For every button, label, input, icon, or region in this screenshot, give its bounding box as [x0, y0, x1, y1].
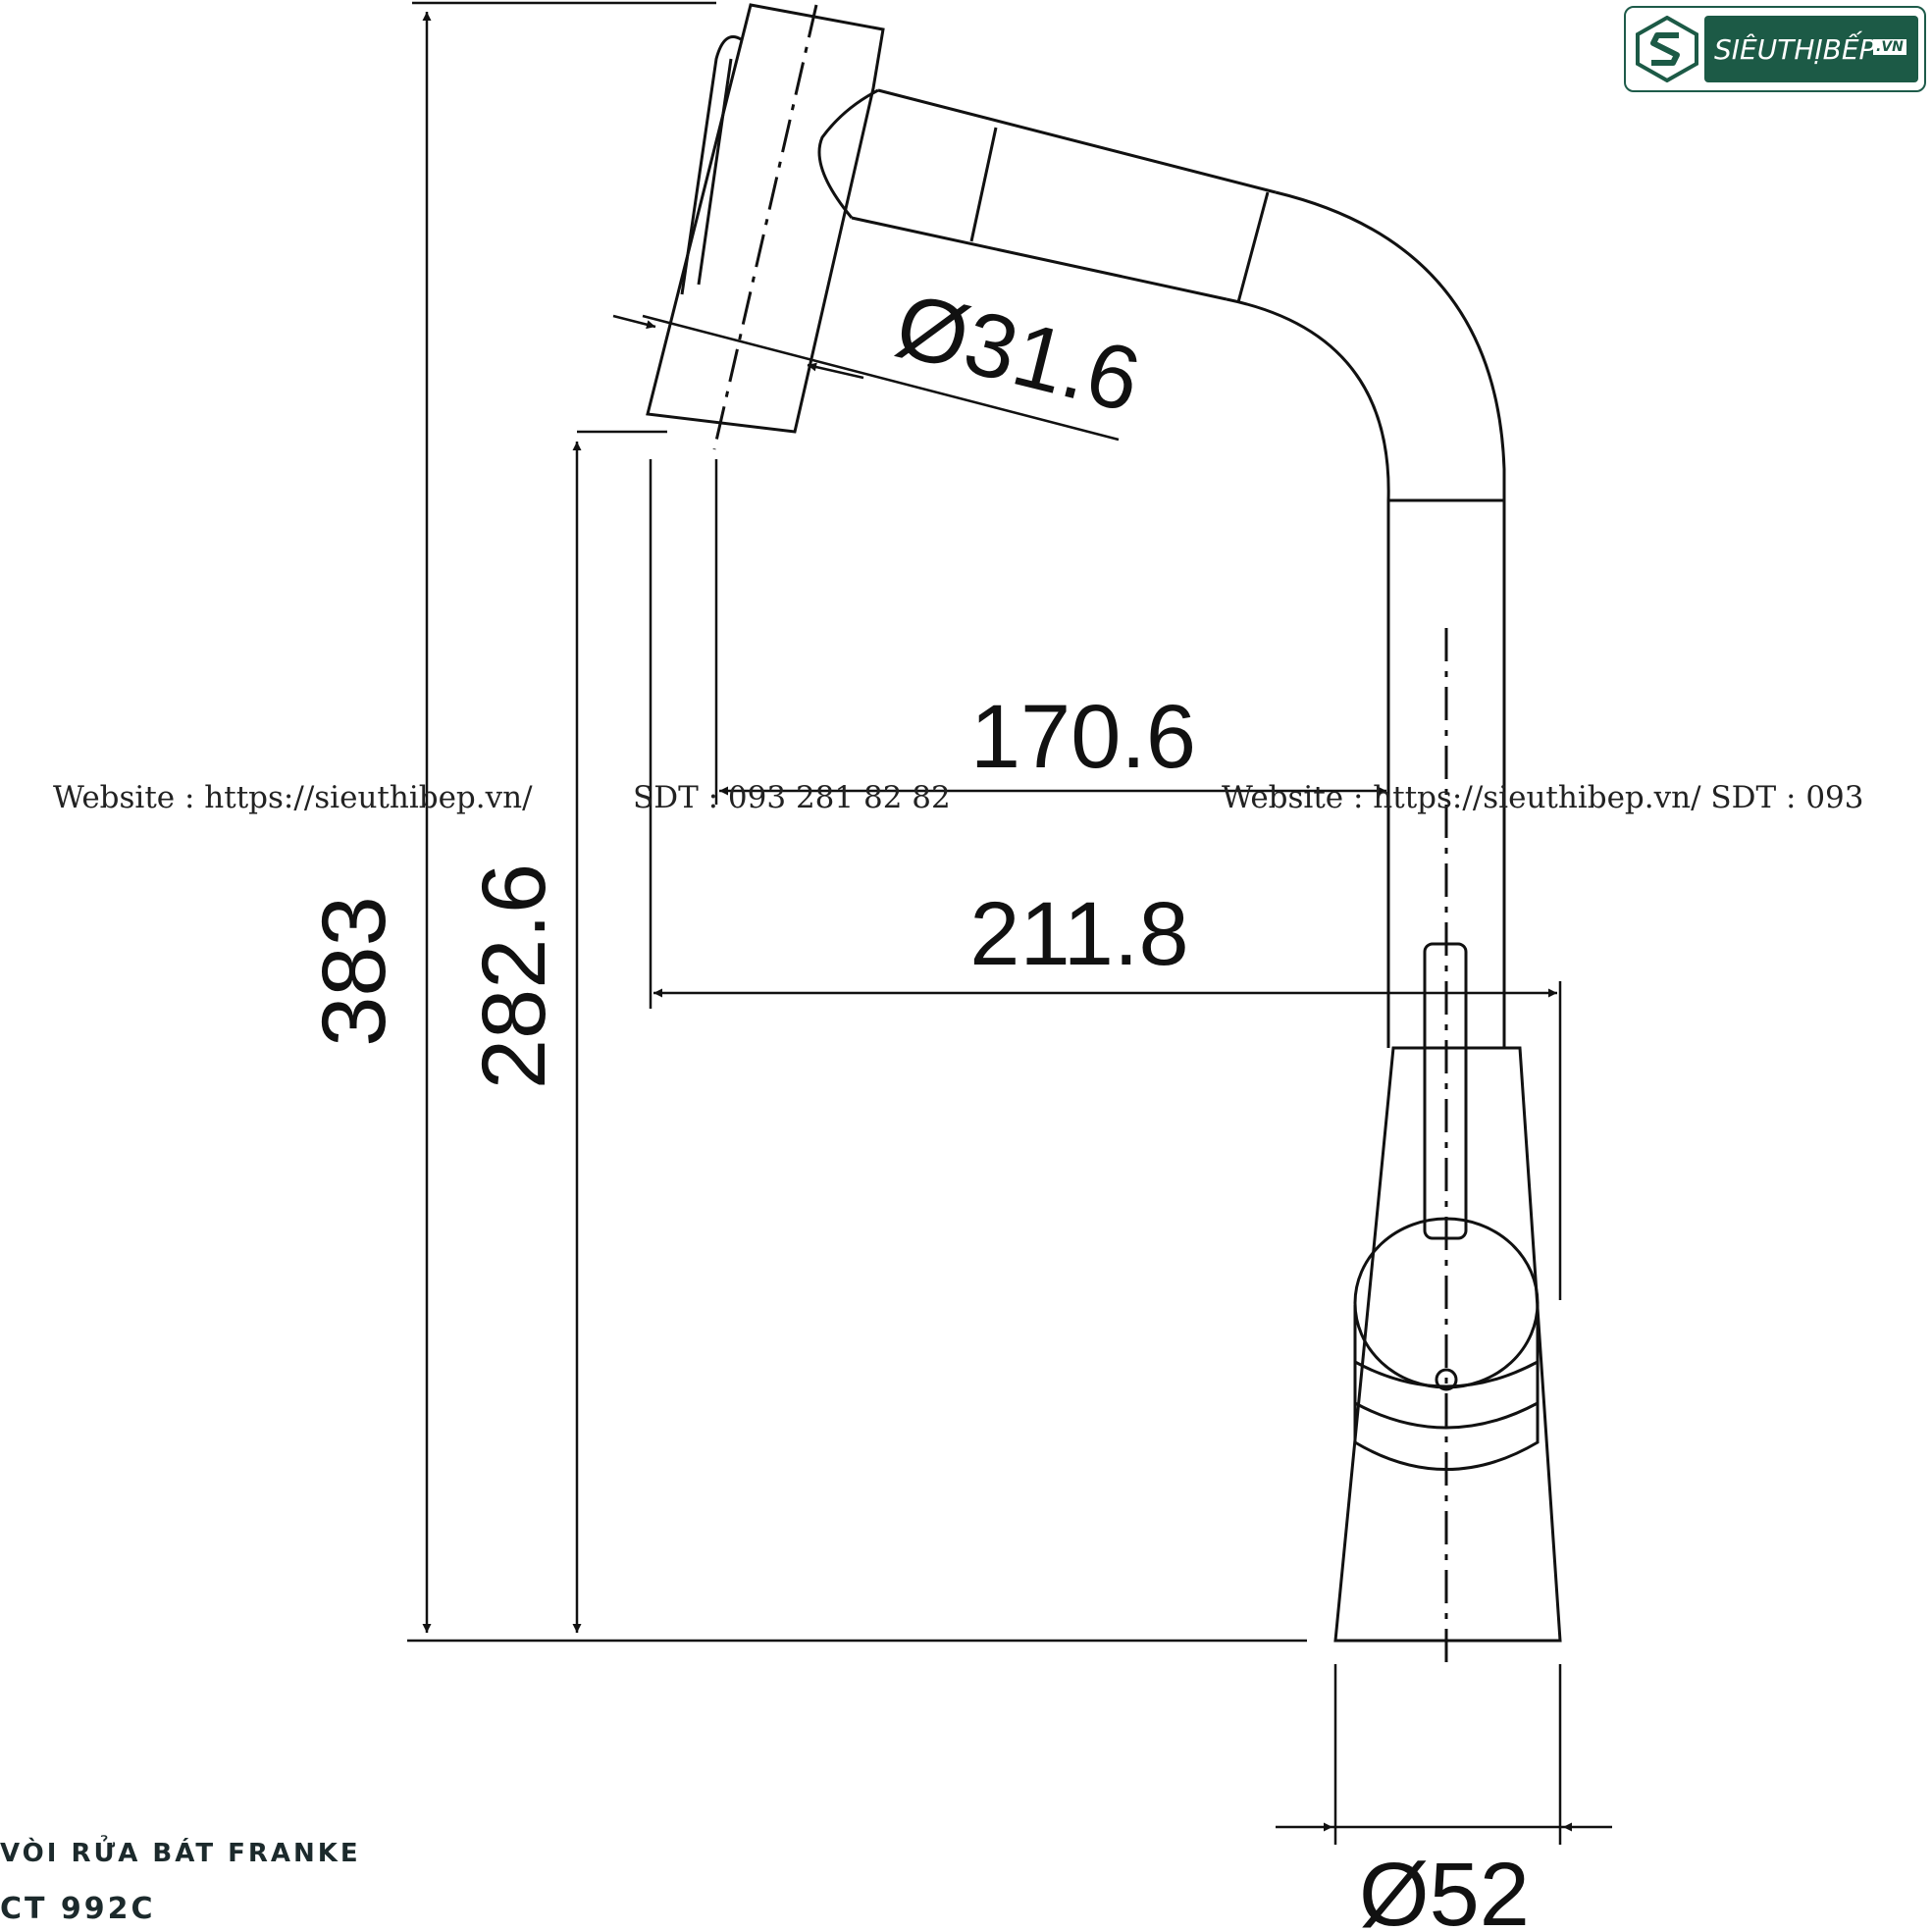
watermark-phone-left: SDT : 093 281 82 82 — [633, 780, 951, 815]
dim-label-170-6: 170.6 — [970, 687, 1196, 787]
dimension-labels: 383 282.6 170.6 211.8 Ø31.6 Ø52 — [304, 275, 1530, 1932]
product-caption-line2: CT 992C — [0, 1892, 156, 1926]
dim-line-31-6-left — [612, 314, 656, 330]
dim-label-282-6: 282.6 — [464, 863, 564, 1089]
set-screw — [1435, 1368, 1458, 1391]
spout-bend — [1275, 190, 1506, 470]
dim-label-211-8: 211.8 — [969, 884, 1188, 984]
extension-lines — [407, 1, 1562, 1845]
site-logo[interactable]: SIÊUTHỊBẾP .VN — [1624, 6, 1926, 92]
dim-label-383: 383 — [304, 896, 404, 1047]
logo-s-icon — [1636, 16, 1698, 82]
spray-head — [646, 3, 885, 434]
watermark-right: Website : https://sieuthibep.vn/ SDT : 0… — [1222, 780, 1864, 815]
center-lines — [712, 4, 1448, 1668]
logo-brand-suffix: .VN — [1873, 39, 1906, 55]
watermark-website-left: Website : https://sieuthibep.vn/ — [53, 780, 533, 815]
logo-brand-text: SIÊUTHỊBẾP — [1714, 33, 1876, 66]
dim-line-31-6-right — [807, 362, 864, 380]
spout-arm — [851, 88, 1277, 301]
product-caption-line1: VÒI RỬA BÁT FRANKE — [0, 1839, 361, 1868]
dim-label-31-6: Ø31.6 — [887, 275, 1150, 432]
spout-column — [1386, 469, 1506, 1048]
dimension-lines — [422, 12, 1612, 1832]
dim-label-52: Ø52 — [1359, 1845, 1530, 1932]
faucet-outline — [646, 3, 1562, 1643]
